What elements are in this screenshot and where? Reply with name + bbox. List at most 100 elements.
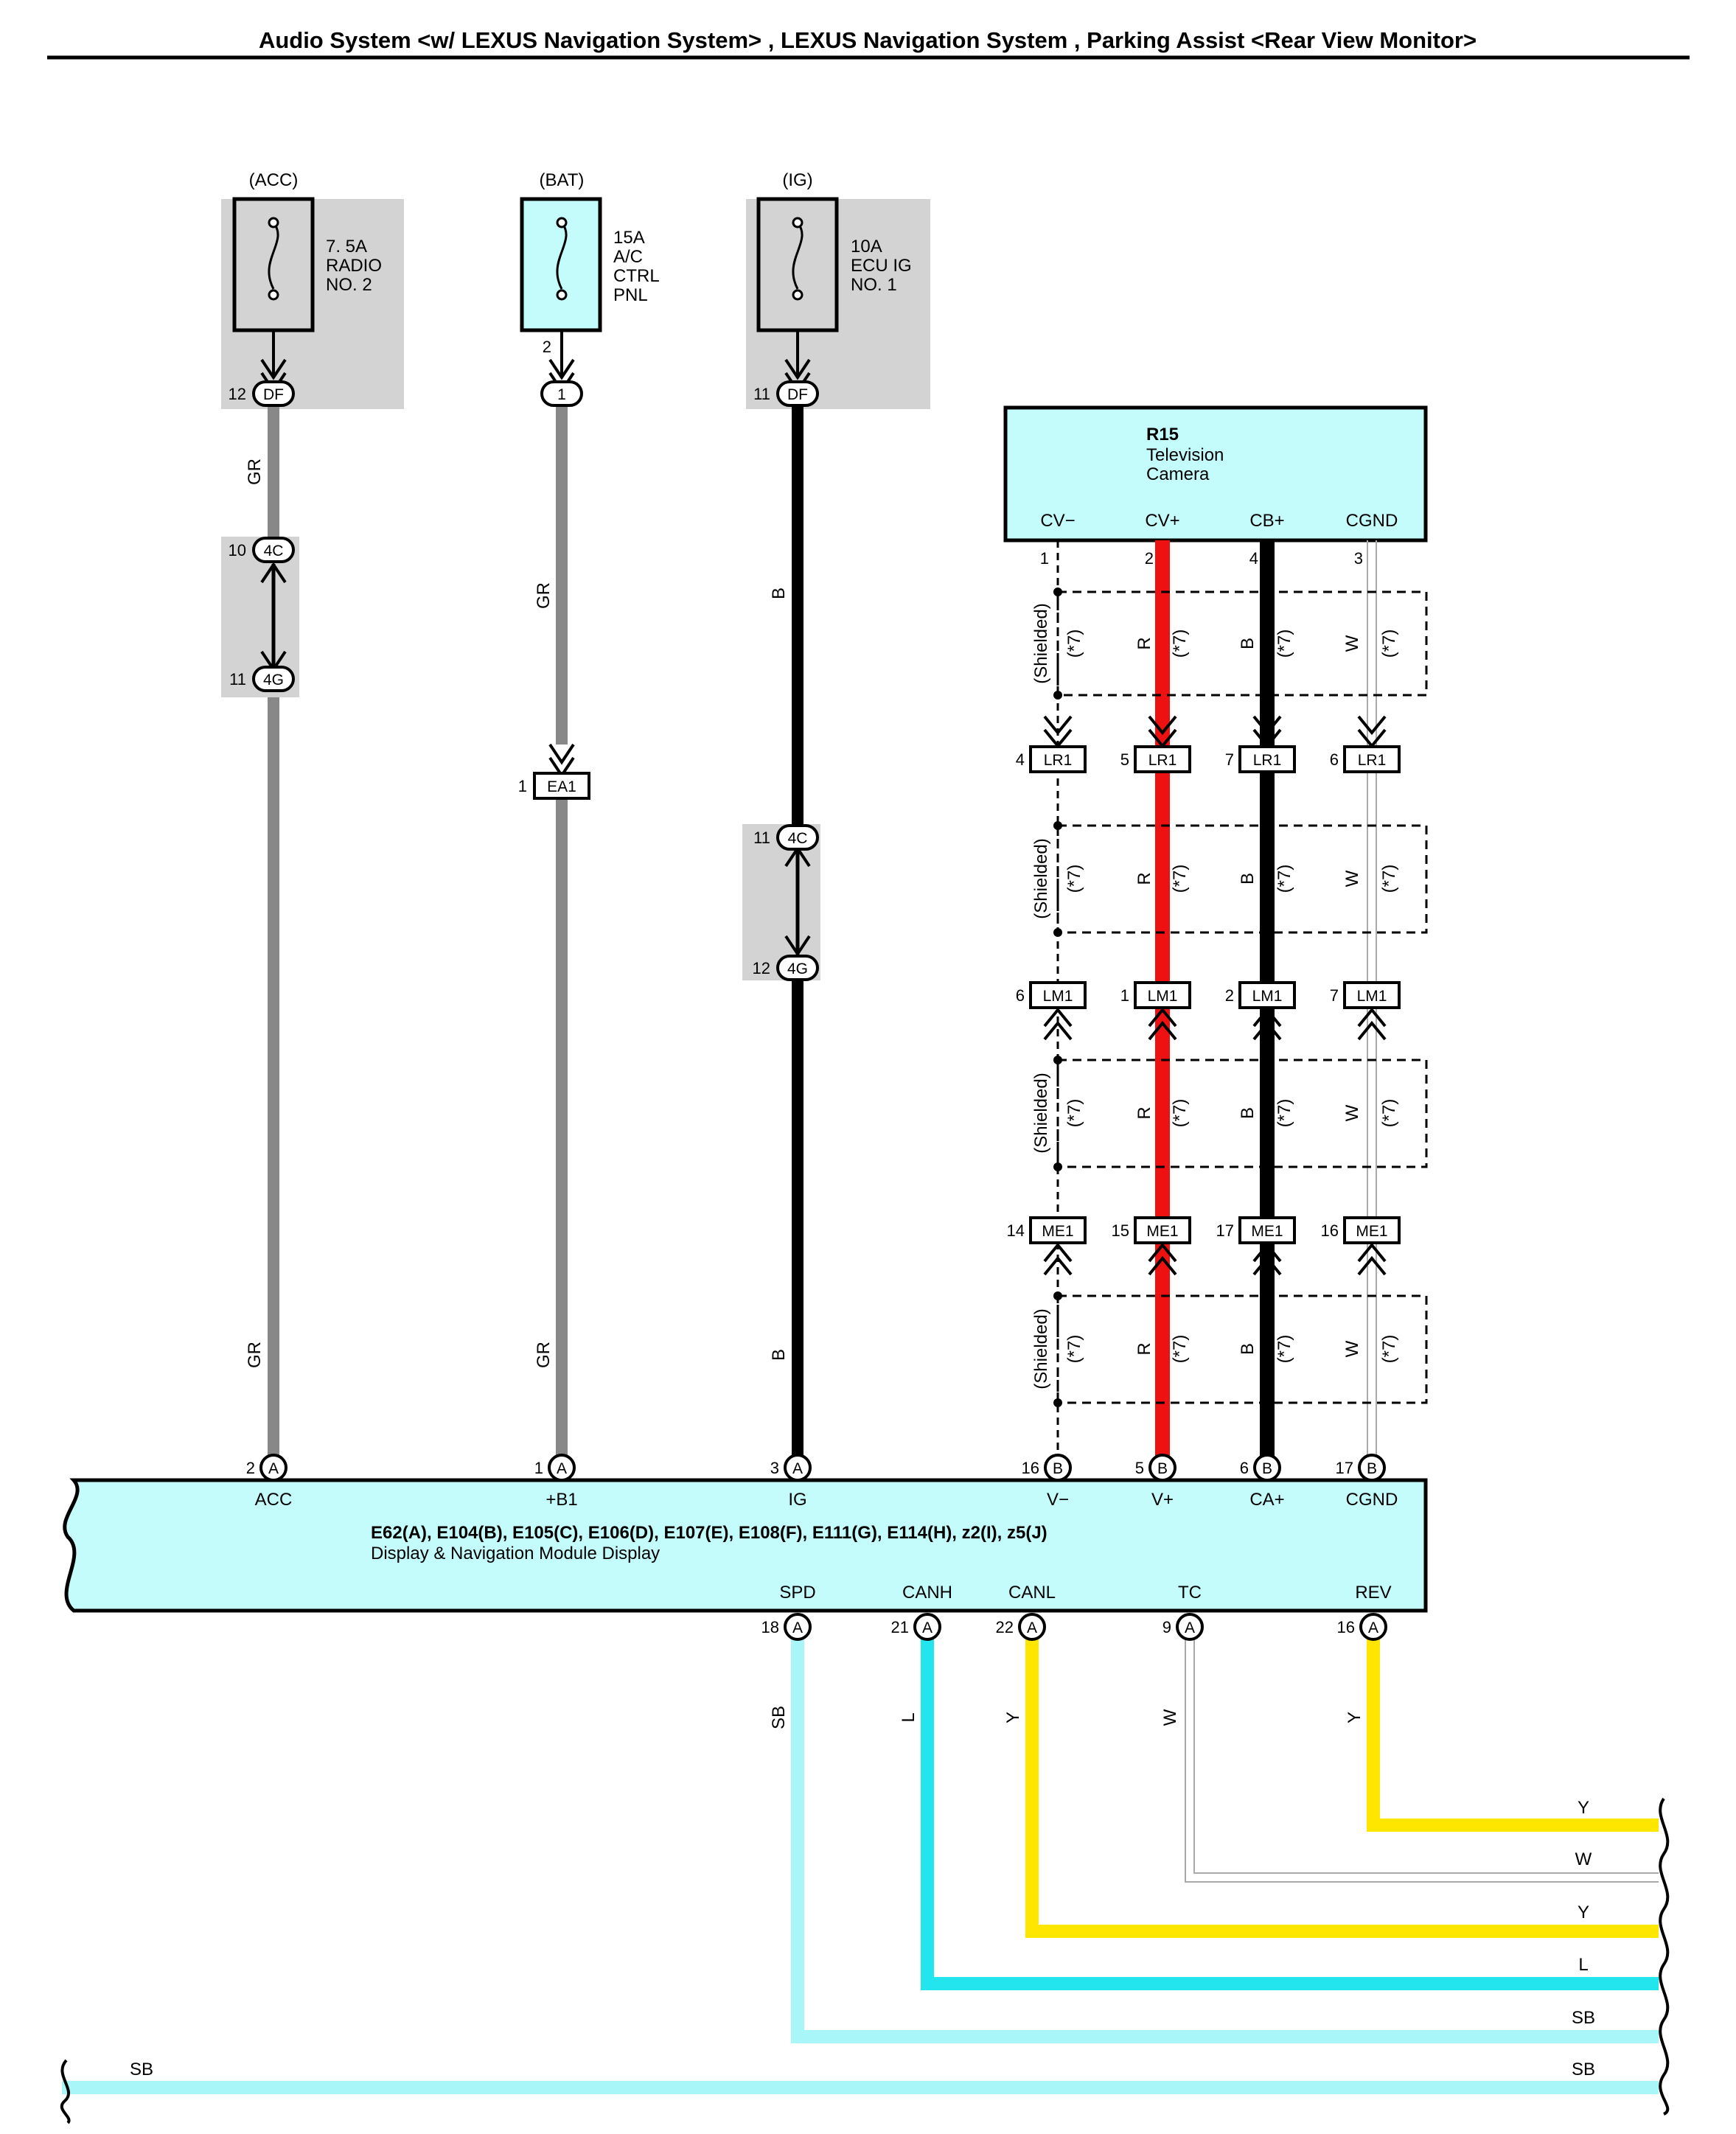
connector-lr1 bbox=[1029, 745, 1087, 773]
pin-number: 9 bbox=[1162, 1618, 1171, 1636]
exit-label: SB bbox=[1572, 2060, 1595, 2079]
terminal-v-plus: V+ bbox=[1151, 1490, 1174, 1510]
shield-label: (Shielded) bbox=[1031, 603, 1051, 683]
wire-rev-y bbox=[1367, 1625, 1659, 1832]
wire-color-label: B bbox=[1238, 1107, 1258, 1119]
connector-lm1-label: LM1 bbox=[1252, 988, 1283, 1005]
note-label: (*7) bbox=[1379, 1099, 1399, 1128]
fuse-ig-element-icon bbox=[792, 222, 803, 290]
pin-circle bbox=[548, 1454, 576, 1482]
terminal-rev: REV bbox=[1355, 1583, 1391, 1603]
arrow-up-icon bbox=[1043, 1007, 1073, 1041]
pin-conn-letter: B bbox=[1262, 1460, 1272, 1477]
shield-node-icon bbox=[1053, 587, 1062, 596]
terminal-acc: ACC bbox=[255, 1490, 293, 1510]
note-label: (*7) bbox=[1064, 1335, 1084, 1364]
pin-number: 11 bbox=[753, 829, 770, 847]
connector-lm1 bbox=[1029, 981, 1087, 1009]
shield-label: (Shielded) bbox=[1031, 1073, 1051, 1153]
fuse-bat-name-2: CTRL bbox=[613, 266, 660, 286]
exit-label: W bbox=[1575, 1849, 1592, 1869]
pin-number: 6 bbox=[1330, 750, 1339, 769]
arrow-up-icon bbox=[1043, 1242, 1073, 1276]
shield-band-3: (Shielded) (*7) R (*7) B (*7) W (*7) bbox=[1031, 1056, 1428, 1171]
wire-color-label: SB bbox=[769, 1706, 789, 1729]
pin-number: 21 bbox=[891, 1618, 909, 1636]
connector-lm1-label: LM1 bbox=[1148, 988, 1178, 1005]
camera-terminal-cb-plus: CB+ bbox=[1249, 511, 1284, 531]
pin-conn-letter: A bbox=[557, 1460, 567, 1477]
shield-outline bbox=[1056, 1059, 1428, 1168]
arrow-up-icon bbox=[1252, 1007, 1282, 1041]
wire-color-label: W bbox=[1342, 1340, 1362, 1357]
shield-node-icon bbox=[1053, 1291, 1062, 1300]
pin-number: 12 bbox=[753, 959, 770, 977]
wire-color-label: B bbox=[1238, 873, 1258, 885]
pin-number: 11 bbox=[229, 670, 246, 688]
pin-conn-letter: A bbox=[792, 1619, 803, 1636]
module-name: Display & Navigation Module Display bbox=[371, 1544, 660, 1563]
camera-name-2: Camera bbox=[1146, 464, 1210, 484]
connector-ea1 bbox=[533, 772, 590, 800]
pin-circle bbox=[1359, 1613, 1387, 1641]
pin-circle bbox=[259, 1454, 287, 1482]
arrow-up-icon bbox=[1357, 1007, 1387, 1041]
pin-number: 7 bbox=[1330, 986, 1339, 1005]
pin-conn-letter: B bbox=[1367, 1460, 1377, 1477]
wire-color-label: B bbox=[1238, 1343, 1258, 1355]
terminal-tc: TC bbox=[1178, 1583, 1202, 1603]
pin-conn-letter: A bbox=[1027, 1619, 1037, 1636]
fuse-acc-element-icon bbox=[268, 222, 279, 290]
note-label: (*7) bbox=[1275, 865, 1294, 893]
terminal-b1: +B1 bbox=[545, 1490, 577, 1510]
connector-row-lm1: LM1 LM1 LM1 LM1 6 1 2 7 bbox=[1016, 981, 1401, 1041]
wire-color-label: Y bbox=[1003, 1712, 1023, 1723]
pin-number: 1 bbox=[1120, 986, 1129, 1005]
fuse-bat: (BAT) 15A A/C CTRL PNL bbox=[520, 170, 660, 332]
pin-circle bbox=[1176, 1613, 1204, 1641]
break-line-icon bbox=[60, 2059, 71, 2124]
terminal-ig: IG bbox=[788, 1490, 806, 1510]
pin-circle bbox=[1358, 1454, 1386, 1482]
module-top-pins: A 2 A 1 A 3 B 16 B 5 B 6 B 17 bbox=[246, 1454, 1386, 1482]
connector-4c-label: 4C bbox=[788, 830, 808, 847]
fuse-acc: (ACC) 7. 5A RADIO NO. 2 bbox=[221, 170, 404, 409]
display-navigation-module: E62(A), E104(B), E105(C), E106(D), E107(… bbox=[63, 1478, 1428, 1613]
pin-number: 16 bbox=[1022, 1459, 1039, 1477]
fuse-bat-name: A/C bbox=[613, 247, 643, 267]
terminal-spd: SPD bbox=[779, 1583, 815, 1603]
arrow-down-icon bbox=[548, 743, 575, 778]
connector-df-acc-label: DF bbox=[263, 386, 284, 403]
pin-number: 3 bbox=[1354, 549, 1363, 568]
note-label: (*7) bbox=[1379, 630, 1399, 658]
pin-number: 1 bbox=[534, 1459, 543, 1477]
connector-df-ig bbox=[776, 380, 819, 407]
camera-terminal-cgnd: CGND bbox=[1346, 511, 1398, 531]
connector-4g-label: 4G bbox=[263, 672, 284, 688]
connector-lm1-label: LM1 bbox=[1043, 988, 1073, 1005]
note-label: (*7) bbox=[1275, 1335, 1294, 1364]
pin-conn-letter: A bbox=[268, 1460, 279, 1477]
pin-number: 10 bbox=[229, 541, 246, 559]
connector-df-ig-label: DF bbox=[787, 386, 808, 403]
terminal-v-minus: V− bbox=[1047, 1490, 1069, 1510]
pin-number: 5 bbox=[1120, 750, 1129, 769]
note-label: (*7) bbox=[1170, 1099, 1190, 1128]
fuse-bat-terminal-icon bbox=[556, 217, 568, 229]
connector-lr1-label: LR1 bbox=[1044, 752, 1073, 769]
fuse-bat-rating: 15A bbox=[613, 228, 645, 248]
wire-color-label: R bbox=[1134, 1106, 1154, 1119]
fuse-acc-terminal-icon bbox=[268, 289, 279, 301]
shield-outline bbox=[1056, 1294, 1428, 1404]
note-label: (*7) bbox=[1275, 1099, 1294, 1128]
connector-lm1-label: LM1 bbox=[1357, 988, 1387, 1005]
camera-terminal-cv-minus: CV− bbox=[1040, 511, 1075, 531]
television-camera: R15 Television Camera CV− CV+ CB+ CGND 1… bbox=[1003, 405, 1428, 568]
fuse-acc-terminal-icon bbox=[268, 217, 279, 229]
shield-band-1: (Shielded) (*7) R (*7) B (*7) W (*7) bbox=[1031, 587, 1428, 700]
connector-lr1-label: LR1 bbox=[1358, 752, 1387, 769]
shield-band-2: (Shielded) (*7) R (*7) B (*7) W (*7) bbox=[1031, 821, 1428, 937]
pin-number: 16 bbox=[1321, 1221, 1339, 1240]
exit-label: L bbox=[1578, 1955, 1588, 1975]
